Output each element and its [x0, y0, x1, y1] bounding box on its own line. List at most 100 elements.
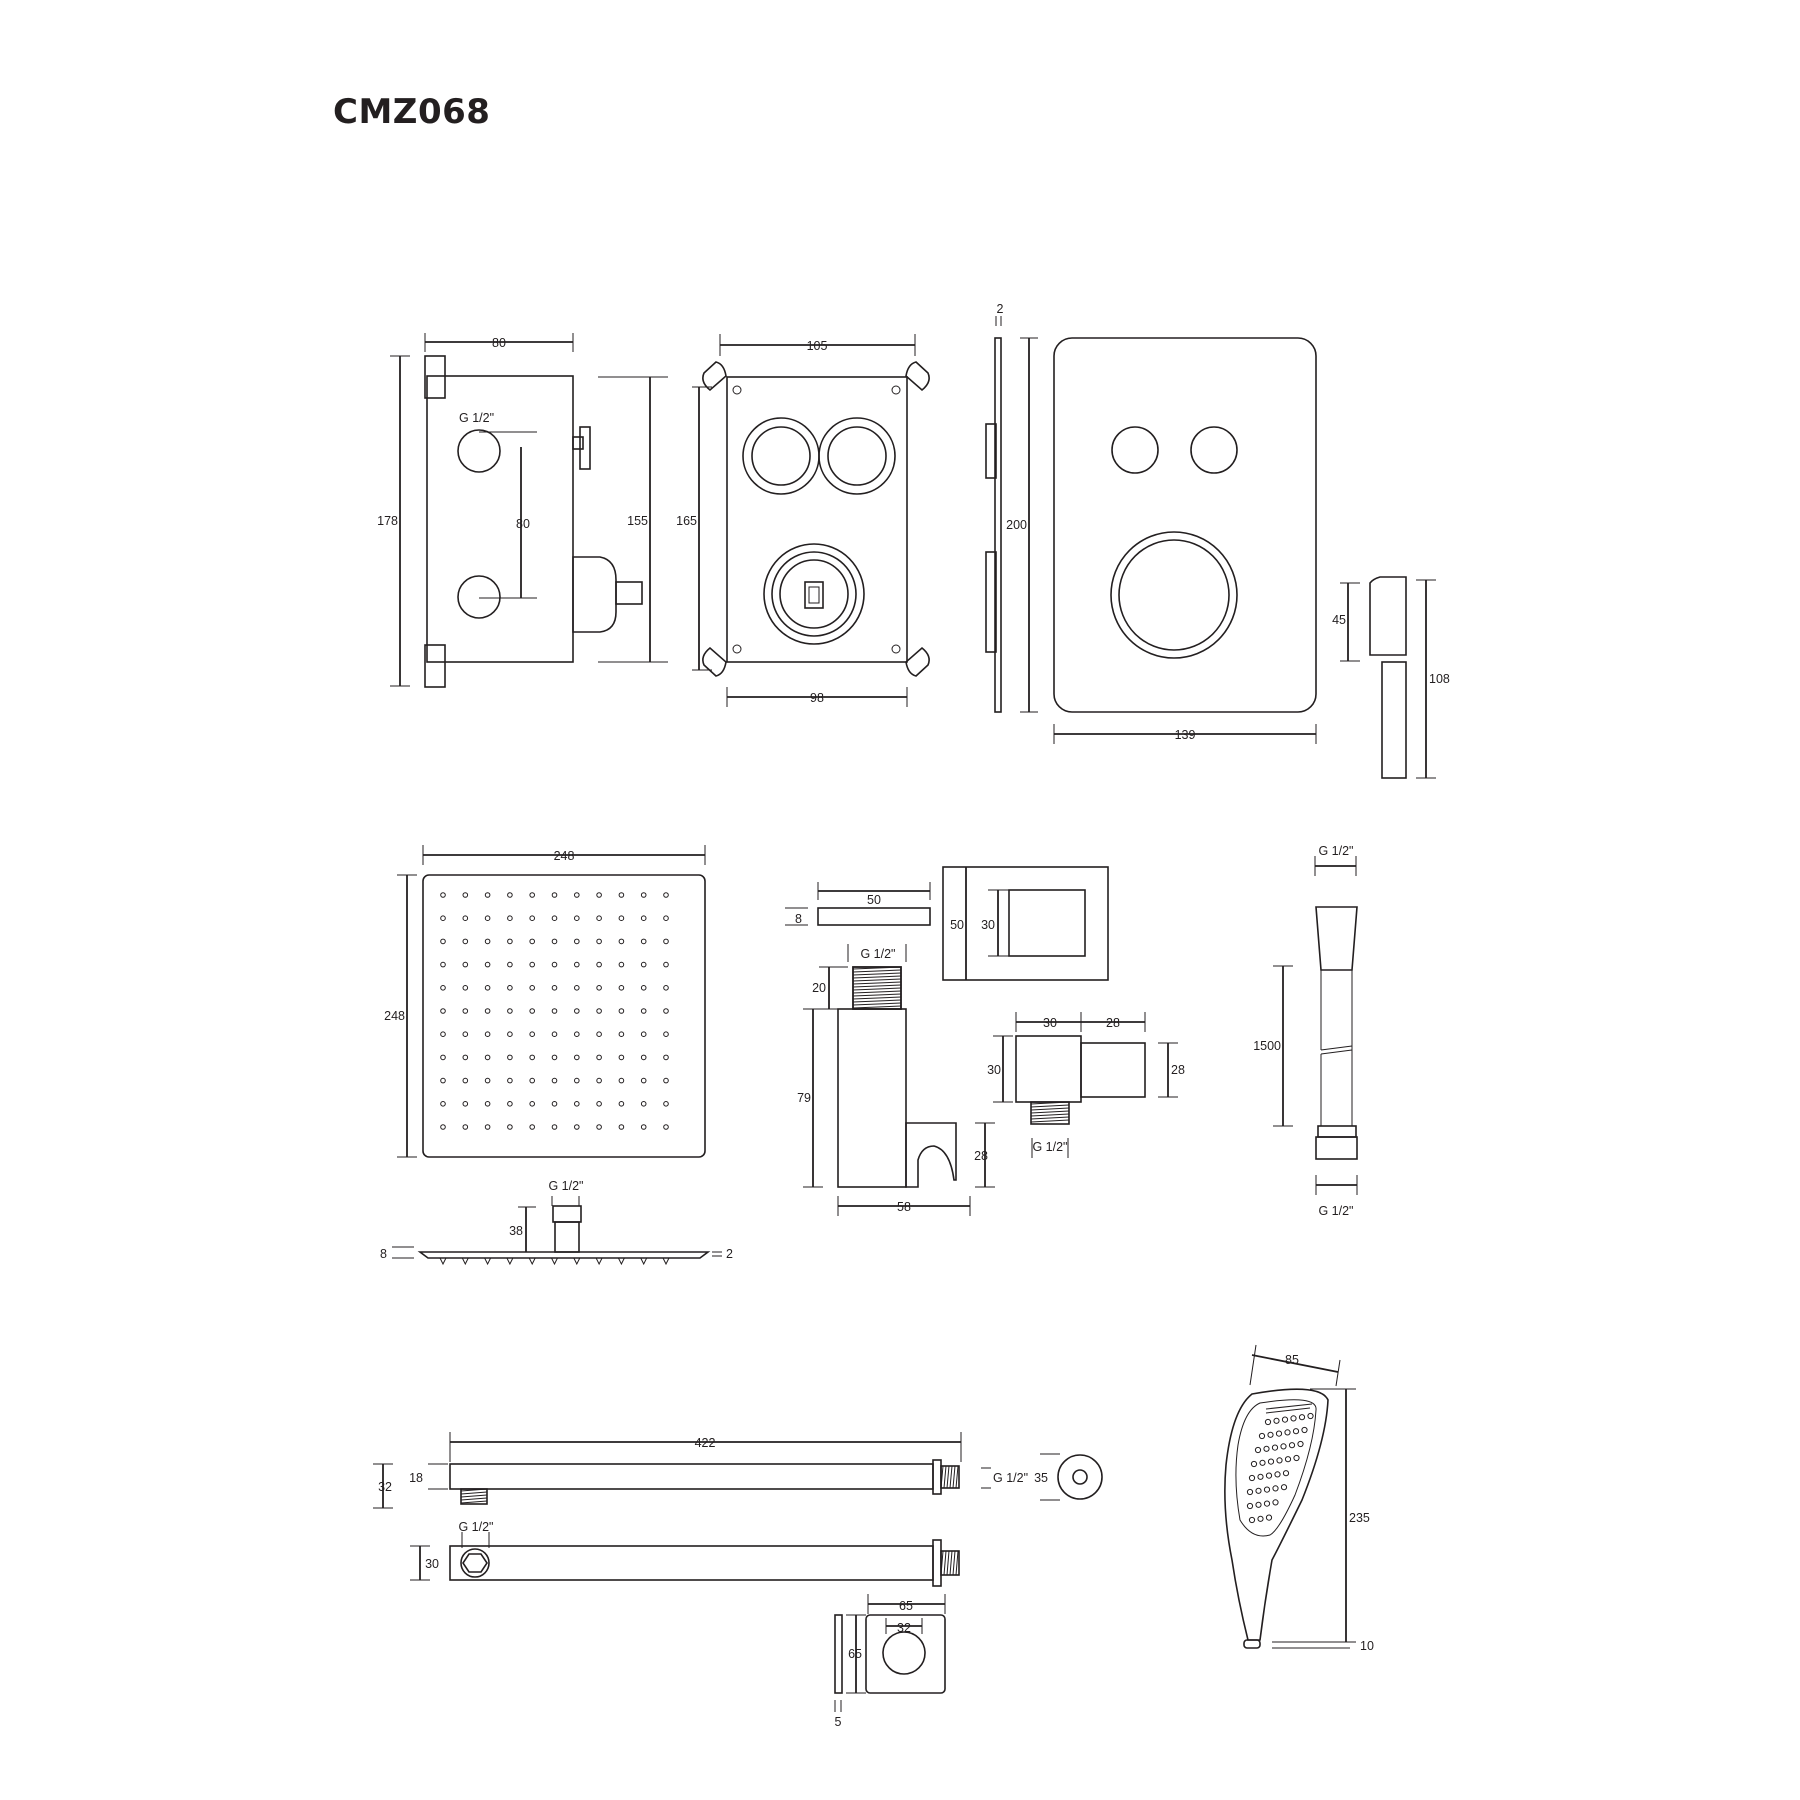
- profile-nozzle: [617, 1257, 626, 1266]
- nozzle-dot: [640, 938, 647, 945]
- profile-nozzle: [528, 1257, 537, 1266]
- nozzle-dot: [596, 1031, 602, 1037]
- nozzle-dot: [507, 1124, 513, 1130]
- nozzle-dot: [551, 985, 558, 991]
- spray-dot: [1267, 1458, 1275, 1465]
- profile-nozzle: [461, 1257, 470, 1266]
- thread-line: [1030, 1101, 1070, 1105]
- nozzle-dot: [596, 1101, 602, 1107]
- nozzle-dot: [618, 915, 625, 922]
- knob-length-label: 108: [1429, 672, 1450, 686]
- shower-hose: [1273, 856, 1358, 1195]
- arm-height-label: 30: [425, 1557, 439, 1571]
- profile-nozzle: [595, 1257, 603, 1266]
- spray-dot: [1258, 1432, 1266, 1440]
- nozzle-dot: [507, 1077, 513, 1084]
- nozzle-dot: [618, 938, 625, 945]
- nozzle-dot: [440, 1054, 446, 1061]
- elbow-thread-label: G 1/2": [1032, 1140, 1067, 1154]
- nozzle-dot: [574, 1101, 580, 1107]
- thread-line: [1030, 1119, 1070, 1123]
- profile-nozzle: [662, 1257, 670, 1266]
- nozzle-dot: [507, 892, 513, 898]
- arm-wall-flange: [834, 1594, 946, 1712]
- thread-line: [946, 1550, 950, 1576]
- spray-dot: [1293, 1454, 1300, 1462]
- nozzle-dot: [529, 915, 536, 922]
- nozzle-dot: [529, 1008, 536, 1014]
- thread-line: [949, 1550, 953, 1576]
- nozzle-dot: [663, 1101, 669, 1107]
- nozzle-dot: [574, 1124, 580, 1130]
- spray-dot: [1307, 1412, 1314, 1420]
- nozzle-dot: [574, 1054, 580, 1061]
- thread-line: [852, 990, 902, 994]
- nozzle-dot: [484, 961, 491, 968]
- nozzle-dot: [462, 938, 469, 945]
- nozzle-dot: [663, 892, 669, 898]
- head-thickness-label: 8: [380, 1247, 387, 1261]
- thread-line: [852, 1005, 902, 1009]
- nozzle-dot: [663, 938, 669, 945]
- spray-dot: [1280, 1443, 1287, 1450]
- thread-line: [852, 975, 902, 979]
- shower-arm-plan: [410, 1532, 960, 1587]
- flange-width-label: 65: [899, 1599, 913, 1613]
- arm-inner-label: 18: [409, 1471, 423, 1485]
- thread-line: [852, 996, 902, 1000]
- valve-side-width-label: 80: [492, 336, 506, 350]
- nozzle-dot: [618, 1031, 625, 1037]
- nozzle-dot: [440, 1031, 446, 1037]
- profile-nozzle: [439, 1257, 447, 1266]
- nozzle-dot: [551, 961, 558, 968]
- thread-line: [943, 1550, 947, 1576]
- nozzle-dot: [484, 938, 491, 945]
- spray-dot: [1267, 1431, 1274, 1438]
- thread-line: [1030, 1104, 1070, 1108]
- thread-line: [852, 1002, 902, 1006]
- bracket-base-label: 58: [897, 1200, 911, 1214]
- valve-front-width-label: 105: [807, 339, 828, 353]
- thread-line: [940, 1465, 944, 1489]
- nozzle-dot: [640, 1124, 647, 1130]
- valve-side-height-label: 178: [377, 514, 398, 528]
- thread-line: [955, 1550, 959, 1576]
- nozzle-dot: [551, 1008, 558, 1014]
- nozzle-dot: [663, 1031, 669, 1037]
- nozzle-dot: [462, 1101, 469, 1107]
- spray-dot: [1250, 1460, 1258, 1468]
- nozzle-dot: [574, 892, 580, 898]
- nozzle-dot: [529, 1077, 536, 1084]
- arm-thread-bottom-label: G 1/2": [458, 1520, 493, 1534]
- nozzle-dot: [484, 892, 491, 898]
- nozzle-dot: [551, 1124, 558, 1130]
- hand-shower: [1224, 1344, 1356, 1649]
- nozzle-dot: [596, 1124, 602, 1130]
- nozzle-dot: [440, 985, 446, 991]
- thread-line: [1030, 1116, 1070, 1120]
- bracket-thread-length-label: 20: [812, 981, 826, 995]
- nozzle-dot: [462, 985, 469, 991]
- thread-line: [852, 987, 902, 991]
- spray-dot: [1246, 1502, 1254, 1510]
- spray-dot: [1290, 1415, 1297, 1422]
- nozzle-dot: [507, 938, 513, 945]
- nozzle-dot: [484, 1054, 491, 1061]
- nozzle-dot: [596, 1054, 602, 1061]
- handset-length-label: 235: [1349, 1511, 1370, 1525]
- bracket-hook-label: 28: [974, 1149, 988, 1163]
- nozzle-dot: [440, 915, 446, 922]
- nozzle-dot: [529, 938, 536, 945]
- spray-dot: [1301, 1426, 1308, 1434]
- thread-line: [952, 1550, 956, 1576]
- nozzle-dot: [462, 1031, 469, 1037]
- knob-width-label: 45: [1332, 613, 1346, 627]
- nozzle-dot: [529, 892, 536, 898]
- arm-end-dia-label: 35: [1034, 1471, 1048, 1485]
- nozzle-dot: [484, 1008, 491, 1014]
- shower-arm-side: [373, 1432, 1103, 1509]
- diverter-knob: [1340, 576, 1436, 779]
- nozzle-dot: [574, 915, 580, 922]
